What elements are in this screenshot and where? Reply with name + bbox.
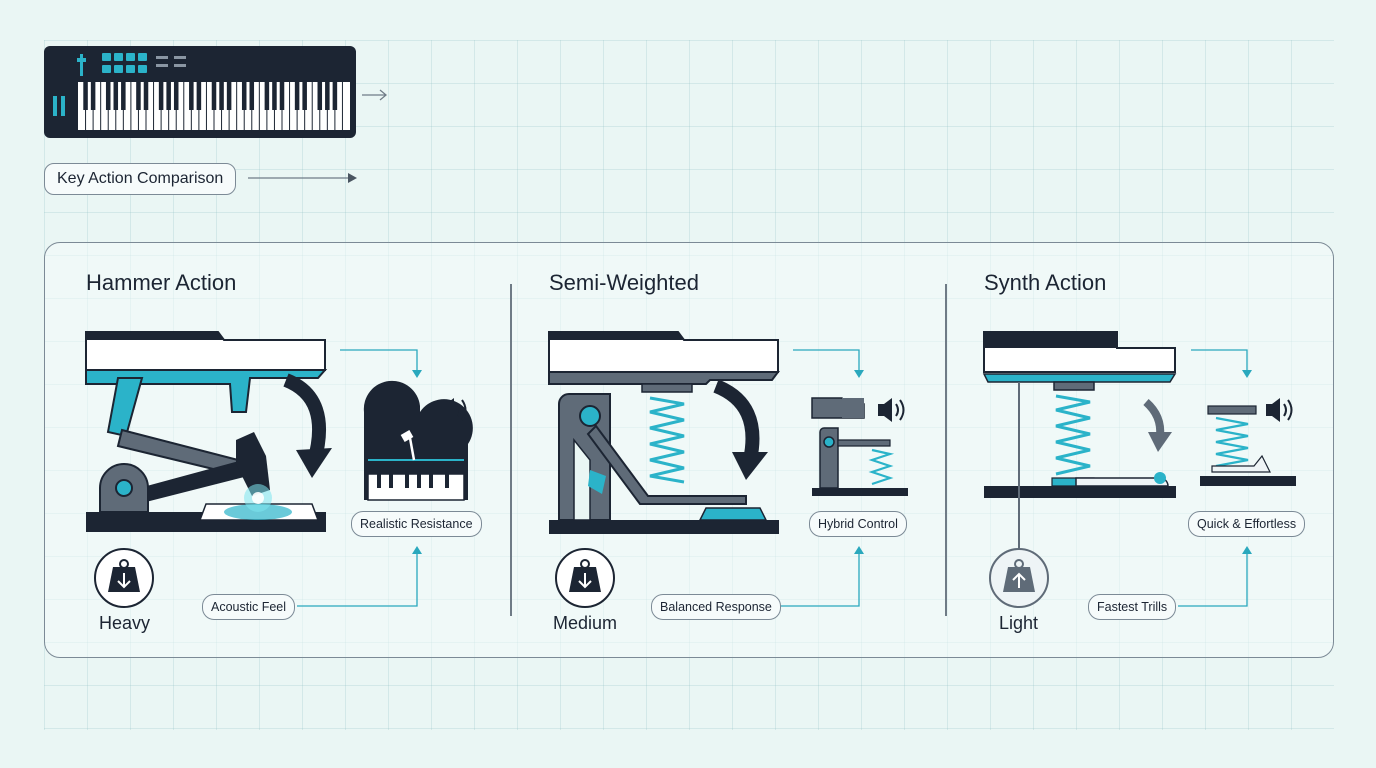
title-arrow [248,173,357,183]
weight-label-medium: Medium [553,613,618,633]
acoustic-feel-pill: Acoustic Feel [202,594,296,620]
semi-weighted-title: Semi-Weighted [549,270,699,295]
keyboard-arrow [362,89,388,101]
weight-label-heavy: Heavy [99,613,151,633]
synth-action-title: Synth Action [984,270,1107,295]
quick-effortless-pill: Quick & Effortless [1188,511,1306,537]
hammer-action-title: Hammer Action [86,270,237,295]
balanced-response-pill: Balanced Response [651,594,781,620]
hybrid-control-pill: Hybrid Control [809,511,907,537]
page-title: Key Action Comparison [44,163,237,195]
column-divider [945,284,947,616]
midi-keyboard-icon [44,46,356,138]
column-divider [510,284,512,616]
realistic-resistance-pill: Realistic Resistance [351,511,482,537]
fastest-trills-pill: Fastest Trills [1088,594,1177,620]
weight-label-light: Light [999,613,1039,633]
